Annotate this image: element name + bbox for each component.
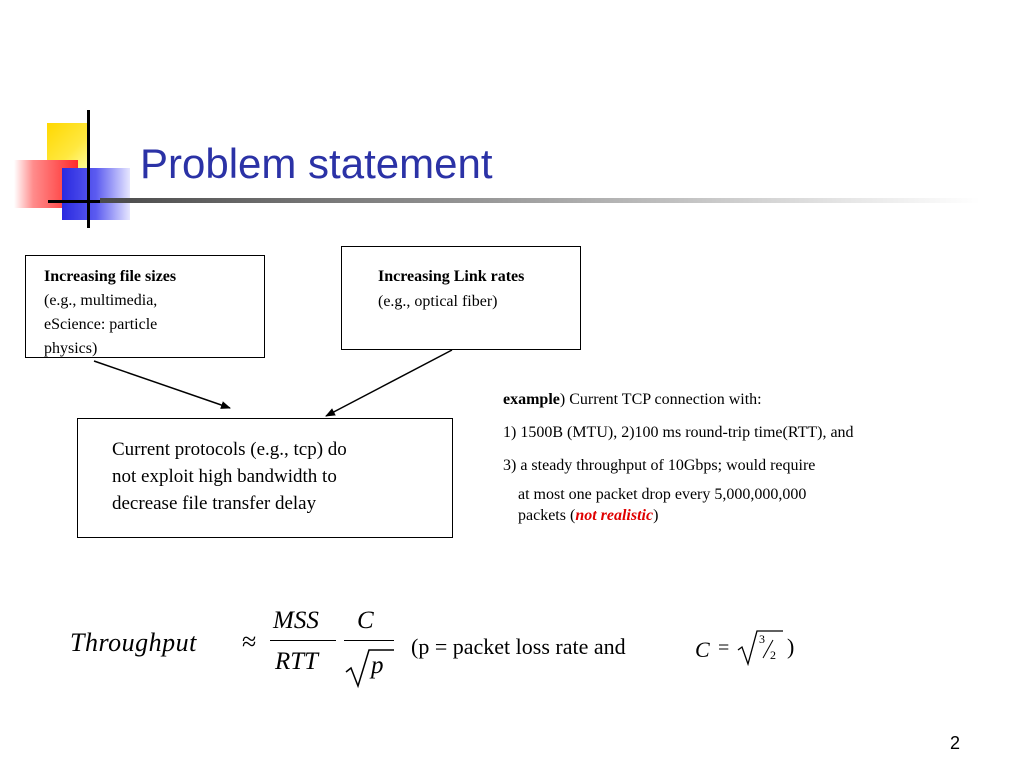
example-line-5-suffix: ) [653, 507, 659, 524]
protocols-line: decrease file transfer delay [112, 493, 317, 514]
protocols-line: not exploit high bandwidth to [112, 466, 337, 487]
fraction-bar-1 [270, 640, 336, 641]
title-underline [100, 198, 980, 203]
formula-note-prefix: (p = packet loss rate and [411, 634, 626, 659]
protocols-line: Current protocols (e.g., tcp) do [112, 439, 347, 460]
example-text: example) Current TCP connection with: 1)… [503, 390, 854, 526]
link-rates-line: (e.g., optical fiber) [378, 293, 498, 310]
file-sizes-line: (e.g., multimedia, [44, 292, 158, 309]
slide-title: Problem statement [140, 140, 493, 187]
sqrt-sign-icon [345, 649, 394, 689]
link-rates-box: Increasing Link rates (e.g., optical fib… [341, 246, 581, 350]
example-line-4: at most one packet drop every 5,000,000,… [518, 486, 807, 503]
example-label: example [503, 391, 560, 408]
arrow-link-rates-to-protocols [325, 349, 453, 417]
formula-c-symbol: C [695, 637, 710, 662]
formula-mss: MSS [273, 607, 319, 634]
protocols-box: Current protocols (e.g., tcp) do not exp… [77, 418, 453, 538]
not-realistic-emphasis: not realistic [575, 507, 654, 524]
formula-c: C [357, 607, 374, 634]
fraction-bar-2 [344, 640, 394, 641]
example-intro-line: example) Current TCP connection with: [503, 390, 854, 410]
arrow-file-sizes-to-protocols [93, 360, 231, 409]
file-sizes-line: eScience: particle [44, 316, 158, 333]
page-number: 2 [950, 733, 961, 753]
formula-approx: ≈ [242, 627, 257, 656]
example-line-5-prefix: packets ( [518, 507, 576, 524]
formula-equals: = [718, 637, 730, 659]
example-line-5: packets (not realistic) [503, 505, 854, 526]
file-sizes-box: Increasing file sizes (e.g., multimedia,… [25, 255, 265, 358]
logo-horizontal-line [48, 200, 108, 203]
formula-note-suffix: ) [787, 634, 795, 659]
logo-blue-square [62, 168, 130, 220]
link-rates-heading: Increasing Link rates [378, 268, 525, 285]
formula-lhs: Throughput [70, 628, 197, 657]
sqrt-three-halves-icon [737, 630, 783, 666]
example-intro: ) Current TCP connection with: [559, 391, 762, 408]
logo-vertical-line [87, 110, 90, 228]
example-line-3: 3) a steady throughput of 10Gbps; would … [503, 457, 816, 474]
slide-logo [0, 0, 140, 240]
file-sizes-line: physics) [44, 340, 98, 357]
formula-sqrt-num: 3 [759, 632, 765, 646]
file-sizes-heading: Increasing file sizes [44, 268, 177, 285]
formula-p: p [371, 652, 384, 679]
formula-sqrt-den: 2 [770, 648, 776, 662]
example-line-2: 1) 1500B (MTU), 2)100 ms round-trip time… [503, 424, 854, 441]
formula-rtt: RTT [275, 648, 319, 675]
